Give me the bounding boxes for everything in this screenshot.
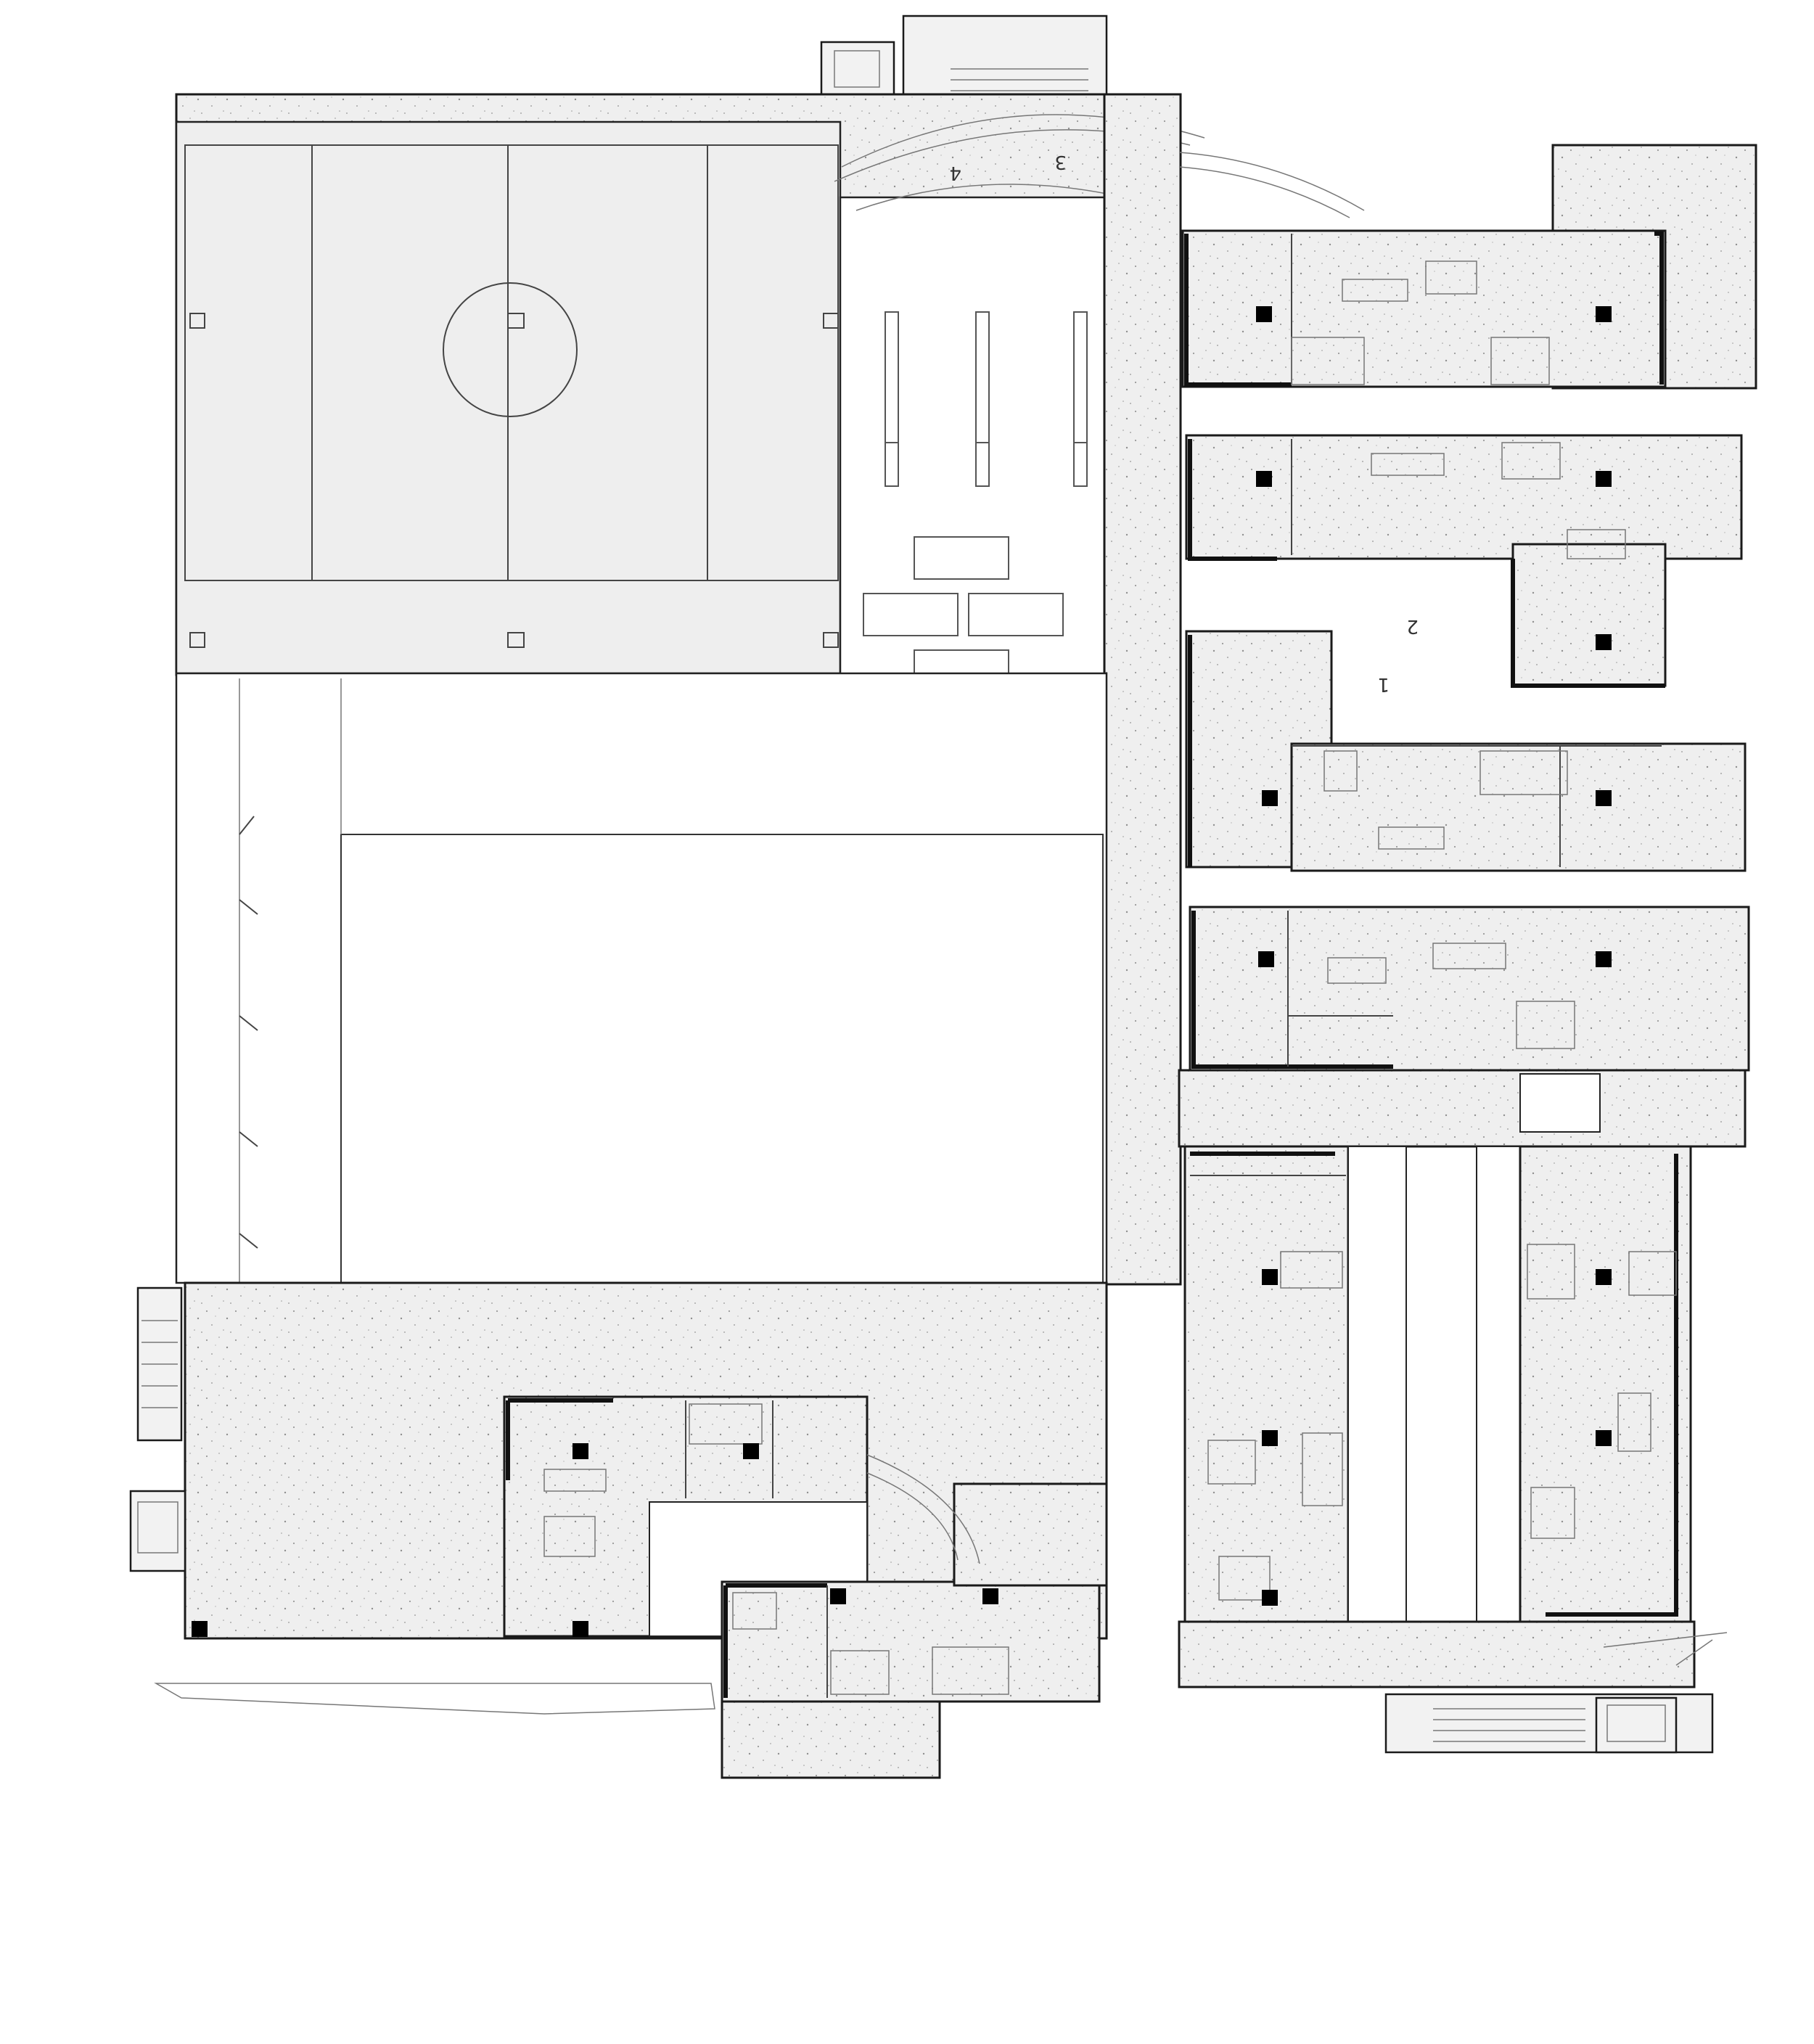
sports-field-block xyxy=(175,93,1181,676)
column-marker xyxy=(1596,790,1612,806)
paving-brick xyxy=(914,536,1009,580)
column-marker xyxy=(1596,951,1612,967)
column-marker xyxy=(1596,1430,1612,1446)
apartment-unit-8 xyxy=(721,1454,1108,1703)
southern-slab xyxy=(1178,1620,1728,1688)
apartment-unit-1 xyxy=(1181,144,1757,390)
west-open-court xyxy=(175,672,1108,1284)
column-marker xyxy=(1262,790,1278,806)
column-marker xyxy=(982,1588,998,1604)
column-marker xyxy=(830,1588,846,1604)
column-marker xyxy=(1256,306,1272,322)
southwest-slab xyxy=(129,1281,1108,1715)
column-marker xyxy=(1596,306,1612,322)
stair-number-3: 3 xyxy=(1054,151,1067,173)
terrace-planter-bar xyxy=(975,442,990,487)
column-marker xyxy=(743,1443,759,1459)
paving-brick xyxy=(863,593,959,636)
column-marker xyxy=(572,1621,588,1637)
stair-number-2: 2 xyxy=(1406,615,1419,637)
south-terrace-box xyxy=(721,1700,941,1779)
column-marker xyxy=(1262,1269,1278,1285)
stair-labels: 1 2 3 4 xyxy=(949,151,1419,695)
structural-columns xyxy=(192,306,1612,1637)
stair-number-4: 4 xyxy=(949,162,961,184)
stair-number-1: 1 xyxy=(1377,673,1390,695)
column-marker xyxy=(1262,1590,1278,1606)
terrace-planter-bar xyxy=(1073,442,1088,487)
apartment-unit-2 xyxy=(1185,434,1743,688)
column-marker xyxy=(572,1443,588,1459)
east-corridor-slab xyxy=(1103,93,1365,1286)
column-marker xyxy=(1596,471,1612,487)
column-marker xyxy=(1262,1430,1278,1446)
column-marker xyxy=(1596,634,1612,650)
terrace-planter-bar xyxy=(885,442,899,487)
apartment-unit-3 xyxy=(1185,630,1747,872)
paving-brick xyxy=(968,593,1064,636)
apartment-unit-6 xyxy=(1519,1145,1692,1623)
column-marker xyxy=(1258,951,1274,967)
north-stair-box xyxy=(820,15,1108,99)
column-marker xyxy=(1596,1269,1612,1285)
south-walkway-east xyxy=(1347,1146,1524,1622)
south-stair-box xyxy=(1384,1693,1714,1754)
lower-connector-slab xyxy=(1178,1069,1747,1148)
column-marker xyxy=(1256,471,1272,487)
apartment-unit-4 xyxy=(1189,906,1750,1072)
column-marker xyxy=(192,1621,208,1637)
